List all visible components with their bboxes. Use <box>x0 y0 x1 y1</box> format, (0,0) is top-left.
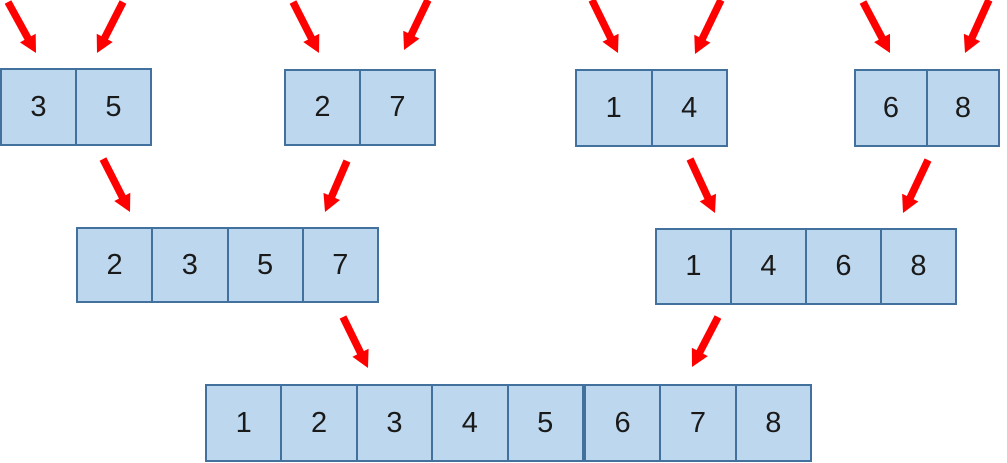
arrow-top-into-3 <box>4 0 36 53</box>
merged-final-cell: 5 <box>506 386 582 460</box>
merged-final-cell: 2 <box>280 386 355 460</box>
merged-final-cell: 6 <box>581 386 659 460</box>
merged-right-1468-cell: 1 <box>685 250 702 282</box>
merged-final-cell: 7 <box>659 386 734 460</box>
pair-6-8-cell: 6 <box>882 91 900 124</box>
arrow-pair27-to-merged <box>323 159 351 212</box>
merged-right-1468-cell: 6 <box>805 230 880 303</box>
pair-1-4-cell: 1 <box>605 91 622 124</box>
arrow-top-into-2 <box>289 0 320 53</box>
merged-final-cell: 4 <box>431 386 506 460</box>
arrow-pair68-to-merged <box>902 158 932 213</box>
arrow-left-to-final <box>339 315 369 368</box>
merged-final-cell: 1 <box>235 406 252 439</box>
arrow-top-into-7 <box>403 0 432 50</box>
arrow-top-into-1 <box>588 0 619 53</box>
pair-2-7-cell: 2 <box>314 91 331 123</box>
pair-1-4-cell: 4 <box>650 71 727 145</box>
merged-final-cell: 8 <box>734 386 810 460</box>
arrow-right-to-final <box>691 315 722 367</box>
merged-left-2357-cell: 2 <box>106 248 123 281</box>
arrow-top-into-4 <box>694 0 725 54</box>
arrow-top-into-5 <box>96 0 127 53</box>
merged-right-1468-cell: 8 <box>880 230 955 303</box>
arrow-pair14-to-merged <box>686 157 717 213</box>
merged-left-2357-cell: 3 <box>151 229 226 301</box>
arrow-top-into-8 <box>963 0 993 53</box>
pair-6-8-cell: 8 <box>926 71 998 145</box>
merged-left-2357-cell: 5 <box>226 229 302 301</box>
merged-right-1468-cell: 4 <box>730 230 805 303</box>
arrow-top-into-6 <box>859 0 890 53</box>
pair-3-5-cell: 5 <box>75 70 150 144</box>
arrow-pair35-to-merged <box>99 157 131 212</box>
merged-final-cell: 3 <box>355 386 431 460</box>
pair-3-5-cell: 3 <box>30 90 47 123</box>
pair-2-7-cell: 7 <box>359 71 434 144</box>
merged-left-2357-cell: 7 <box>301 229 377 301</box>
